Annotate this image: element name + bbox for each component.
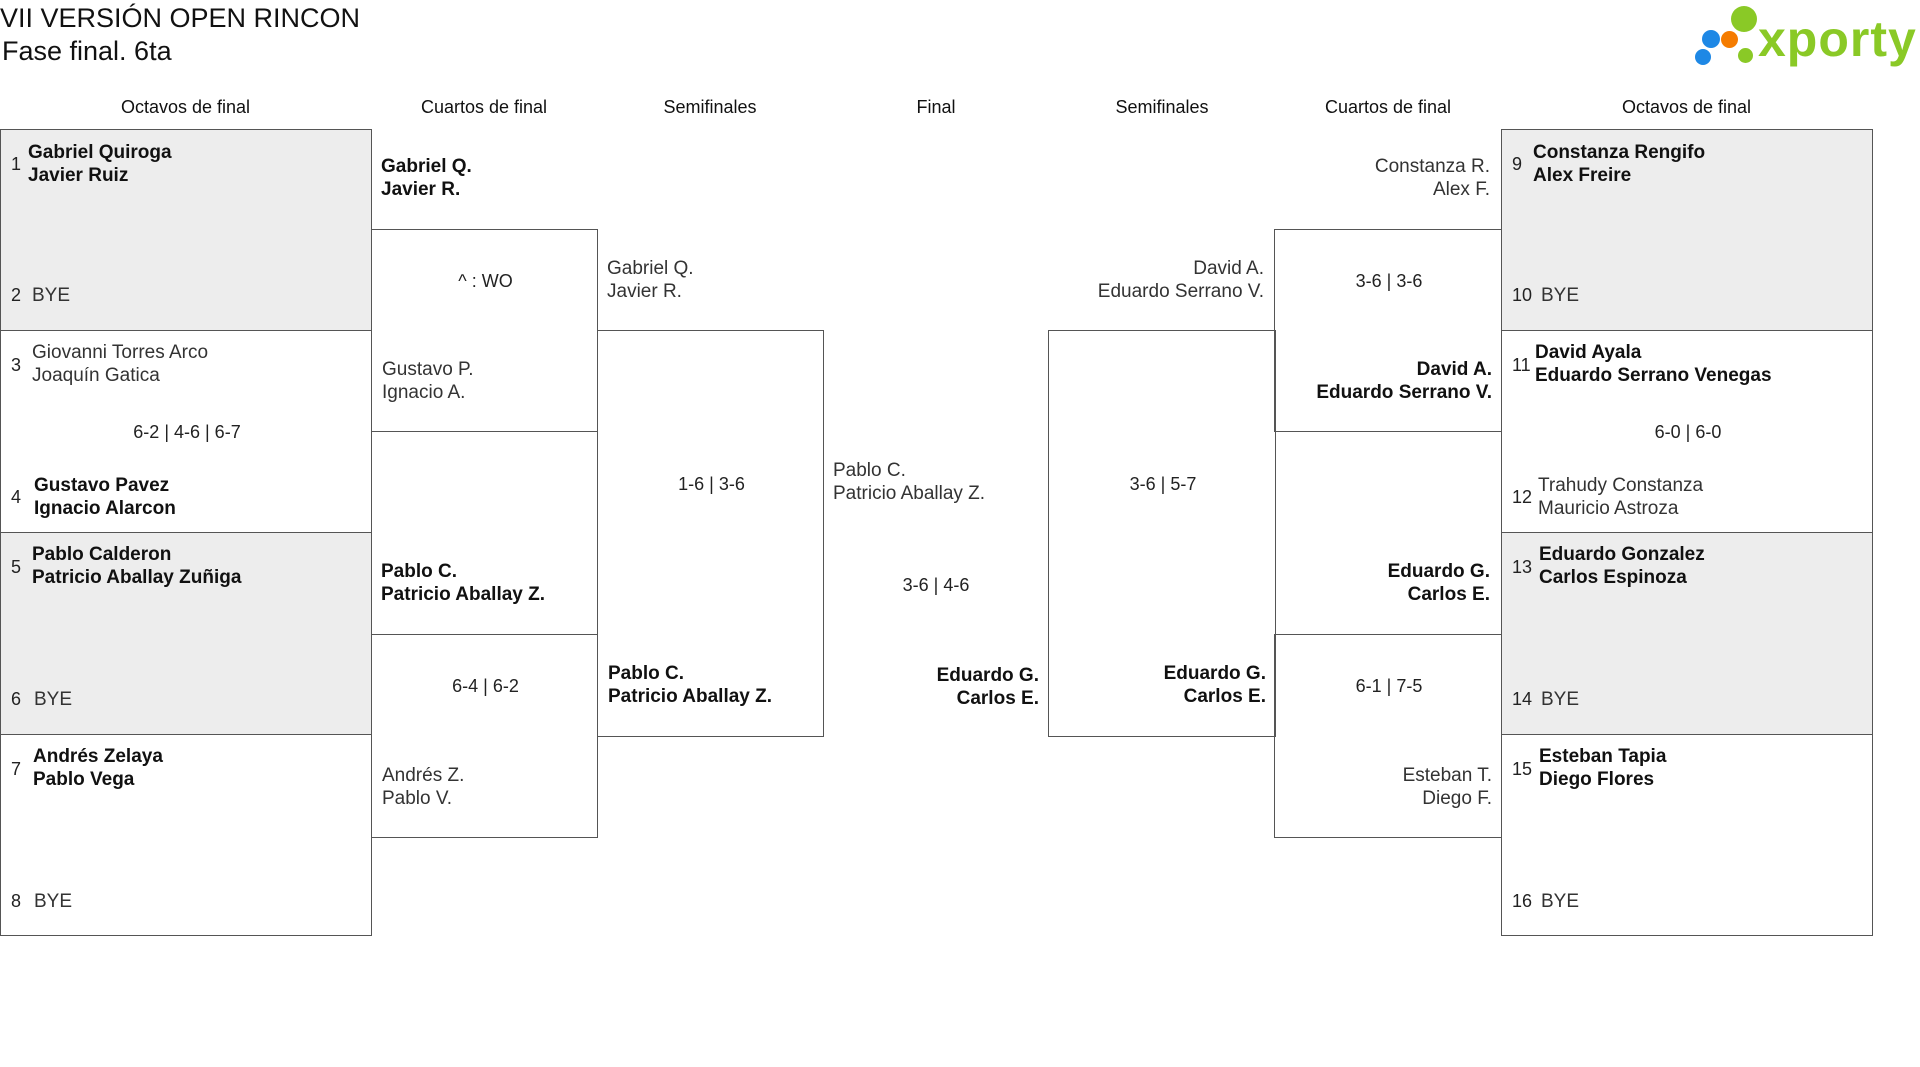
seed-number: 3 [11,355,22,375]
header-left-octavos: Octavos de final [120,97,251,117]
team-name[interactable]: Eduardo G. Carlos E. [1387,561,1490,605]
seed-number: 2 [11,285,22,305]
team-name: BYE [1541,285,1580,306]
seed-number: 16 [1512,891,1533,911]
seed-number: 6 [11,689,22,709]
team-name: BYE [32,285,71,306]
match-score: 1-6 | 3-6 [678,474,745,494]
team-name[interactable]: Gabriel Q. Javier R. [607,258,694,302]
team-name: BYE [1541,689,1580,710]
match-left-octavos-3[interactable]: 5 Pablo Calderon Patricio Aballay Zuñiga… [0,532,372,735]
seed-number: 5 [11,557,22,577]
match-left-cuartos-1[interactable]: ^ : WO Gustavo P. Ignacio A. [371,229,598,432]
match-score: 6-2 | 4-6 | 6-7 [133,422,241,442]
logo-dot-green [1731,6,1757,32]
xporty-logo[interactable]: xporty [1695,4,1920,70]
seed-number: 9 [1512,154,1523,174]
team-name[interactable]: Pablo C. Patricio Aballay Z. [608,663,773,707]
match-left-semis[interactable]: 1-6 | 3-6 Pablo C. Patricio Aballay Z. [597,330,824,737]
logo-dot-blue-small [1695,49,1711,65]
match-score: ^ : WO [458,271,513,291]
header-left-cuartos: Cuartos de final [420,97,548,117]
team-name: BYE [34,689,73,710]
team-name[interactable]: Esteban T. Diego F. [1402,765,1492,809]
team-name[interactable]: Gustavo P. Ignacio A. [382,359,474,403]
match-right-octavos-2[interactable]: 11 David Ayala Eduardo Serrano Venegas 6… [1501,330,1873,533]
header-right-semis: Semifinales [1115,97,1209,117]
match-left-cuartos-2[interactable]: 6-4 | 6-2 Andrés Z. Pablo V. [371,634,598,838]
seed-number: 12 [1512,487,1533,507]
team-name[interactable]: Eduardo Gonzalez Carlos Espinoza [1539,544,1705,588]
team-name[interactable]: Andrés Z. Pablo V. [382,765,465,809]
header-final: Final [916,97,956,117]
team-name[interactable]: Gabriel Q. Javier R. [381,156,472,200]
match-score: 6-0 | 6-0 [1654,422,1722,442]
match-right-octavos-1[interactable]: 9 Constanza Rengifo Alex Freire 10 BYE [1501,129,1873,331]
header-right-cuartos: Cuartos de final [1324,97,1452,117]
match-score: 6-4 | 6-2 [452,676,519,696]
match-left-octavos-4[interactable]: 7 Andrés Zelaya Pablo Vega 8 BYE [0,734,372,936]
header-right-octavos: Octavos de final [1621,97,1752,117]
header-left-semis: Semifinales [663,97,757,117]
seed-number: 4 [11,487,22,507]
final-score: 3-6 | 4-6 [902,575,970,595]
team-name[interactable]: Giovanni Torres Arco Joaquín Gatica [32,342,209,386]
team-name[interactable]: Esteban Tapia Diego Flores [1539,746,1667,790]
seed-number: 10 [1512,285,1533,305]
match-right-cuartos-1[interactable]: 3-6 | 3-6 David A. Eduardo Serrano V. [1274,229,1502,432]
team-name[interactable]: Eduardo G. Carlos E. [936,665,1039,709]
match-score: 3-6 | 3-6 [1355,271,1423,291]
team-name[interactable]: Pablo C. Patricio Aballay Z. [381,561,546,605]
team-name[interactable]: Gustavo Pavez Ignacio Alarcon [34,475,176,519]
seed-number: 1 [11,154,22,174]
seed-number: 8 [11,891,22,911]
match-score: 6-1 | 7-5 [1355,676,1423,696]
team-name: BYE [1541,891,1580,912]
seed-number: 14 [1512,689,1533,709]
match-right-octavos-3[interactable]: 13 Eduardo Gonzalez Carlos Espinoza 14 B… [1501,532,1873,735]
match-left-octavos-2[interactable]: 3 Giovanni Torres Arco Joaquín Gatica 6-… [0,330,372,533]
tournament-subtitle: Fase final. 6ta [2,36,172,66]
team-name[interactable]: Constanza Rengifo Alex Freire [1533,142,1706,186]
team-name[interactable]: Constanza R. Alex F. [1374,156,1490,200]
match-score: 3-6 | 5-7 [1129,474,1197,494]
team-name[interactable]: Pablo C. Patricio Aballay Z. [833,460,986,504]
team-name[interactable]: Pablo Calderon Patricio Aballay Zuñiga [32,544,242,588]
team-name[interactable]: Gabriel Quiroga Javier Ruiz [28,142,172,186]
team-name[interactable]: Eduardo G. Carlos E. [1163,663,1266,707]
logo-dot-blue [1702,30,1720,48]
tournament-title: VII VERSIÓN OPEN RINCON [0,3,361,33]
team-name[interactable]: Trahudy Constanza Mauricio Astroza [1538,475,1704,519]
match-left-octavos-1[interactable]: 1 Gabriel Quiroga Javier Ruiz 2 BYE [0,129,372,331]
logo-dot-orange [1721,31,1738,48]
match-right-octavos-4[interactable]: 15 Esteban Tapia Diego Flores 16 BYE [1501,734,1873,936]
team-name[interactable]: David A. Eduardo Serrano V. [1316,359,1492,403]
seed-number: 15 [1512,759,1533,779]
team-name[interactable]: Andrés Zelaya Pablo Vega [33,746,163,790]
match-right-semis[interactable]: 3-6 | 5-7 Eduardo G. Carlos E. [1048,330,1276,737]
seed-number: 11 [1512,355,1531,375]
logo-dot-green-small [1738,48,1753,63]
logo-text: xporty [1758,11,1917,67]
seed-number: 7 [11,759,22,779]
team-name: BYE [34,891,73,912]
seed-number: 13 [1512,557,1533,577]
team-name[interactable]: David Ayala Eduardo Serrano Venegas [1535,342,1772,386]
team-name[interactable]: David A. Eduardo Serrano V. [1097,258,1264,302]
match-right-cuartos-2[interactable]: 6-1 | 7-5 Esteban T. Diego F. [1274,634,1502,838]
